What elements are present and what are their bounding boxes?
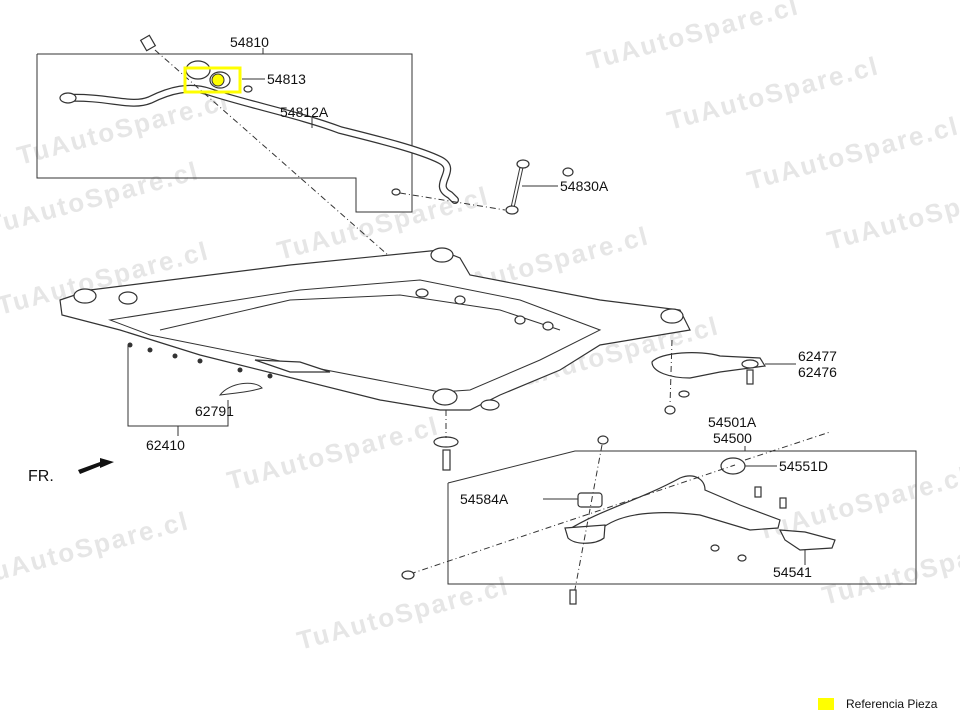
front-direction-label: FR. <box>28 468 54 485</box>
legend-label: Referencia Pieza <box>846 697 938 711</box>
label-54812A[interactable]: 54812A <box>280 104 329 120</box>
watermark: TuAutoSpare.cl <box>824 170 960 255</box>
label-62791[interactable]: 62791 <box>195 403 234 419</box>
washer <box>433 436 459 448</box>
label-54584A[interactable]: 54584A <box>460 491 509 507</box>
bolt-icon <box>442 449 451 471</box>
watermark: TuAutoSpare.cl <box>819 525 960 610</box>
label-54501A[interactable]: 54501A <box>708 414 757 430</box>
stabilizer-group-frame <box>36 53 413 213</box>
label-54810[interactable]: 54810 <box>230 34 269 50</box>
legend-swatch <box>818 698 834 710</box>
label-54830A[interactable]: 54830A <box>560 178 609 194</box>
watermark: TuAutoSpare.cl <box>744 110 960 195</box>
legend: Referencia Pieza <box>818 697 937 711</box>
watermark: TuAutoSpare.cl <box>274 180 493 265</box>
bushing-54584A <box>577 492 603 508</box>
label-54541[interactable]: 54541 <box>773 564 812 580</box>
bolt-icon <box>139 34 157 52</box>
bar-end-eye <box>59 92 77 104</box>
lower-arm-group-frame <box>447 450 917 585</box>
front-arrow-icon <box>78 458 114 474</box>
watermark: TuAutoSpare.cl <box>584 0 803 76</box>
watermark: TuAutoSpare.cl <box>294 570 513 655</box>
watermark: TuAutoSpare.cl <box>0 505 192 590</box>
label-54813[interactable]: 54813 <box>267 71 306 87</box>
label-54551D[interactable]: 54551D <box>779 458 828 474</box>
stabilizer-link-54830A <box>516 159 530 169</box>
lower-control-arm <box>565 475 781 531</box>
label-62410[interactable]: 62410 <box>146 437 185 453</box>
label-62476[interactable]: 62476 <box>798 364 837 380</box>
label-62477[interactable]: 62477 <box>798 348 837 364</box>
watermark: TuAutoSpare.cl <box>224 410 443 495</box>
crossmember-subframe <box>59 247 691 411</box>
highlight-box <box>183 66 242 94</box>
clip-62791 <box>218 382 263 396</box>
label-54500[interactable]: 54500 <box>713 430 752 446</box>
mount-bracket-62477 <box>651 352 767 379</box>
ball-joint-54541 <box>778 529 836 551</box>
bushing-bracket <box>185 60 211 80</box>
watermark: TuAutoSpare.cl <box>664 50 883 135</box>
